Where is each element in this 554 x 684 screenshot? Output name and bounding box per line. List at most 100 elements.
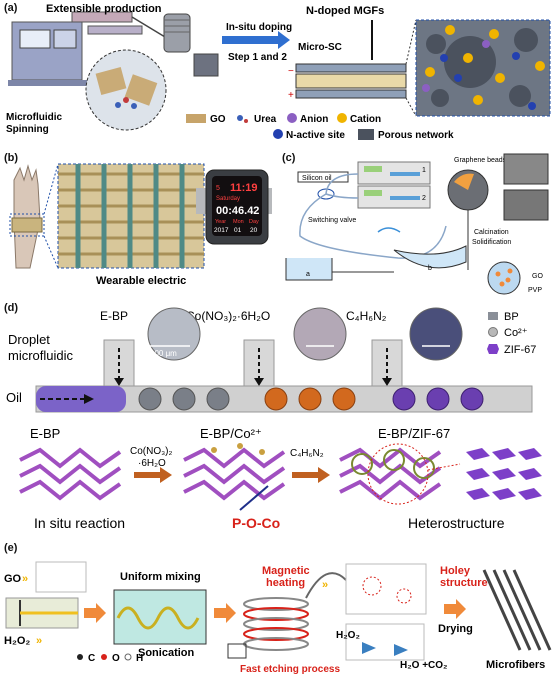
syringe-c-2 <box>390 196 420 200</box>
legend-o: O <box>112 653 120 664</box>
panel-e-figure: GO » H₂O₂ » C O H Uniform mixing Sonicat… <box>4 561 552 675</box>
uniform-mixing-label: Uniform mixing <box>120 571 201 583</box>
panel-c-figure: 1 2 Silicon oil Switching valve a b Grap… <box>285 153 549 295</box>
serpentine-channel <box>116 606 200 630</box>
n-site-2 <box>512 52 520 60</box>
zif-crystal-5 <box>492 468 516 480</box>
arrow-top-label: In-situ doping <box>226 22 292 33</box>
legend-bp: BP <box>504 311 519 323</box>
cobalt-salt-label: Co(NO₃)₂·6H₂O <box>186 309 270 323</box>
microfibers-label: Microfibers <box>486 659 545 671</box>
n-site-4 <box>528 102 536 110</box>
legend-co: Co²⁺ <box>504 327 528 339</box>
fast-etch-label: Fast etching process <box>240 664 340 675</box>
hole-2 <box>396 588 412 604</box>
process-label-line2: Spinning <box>6 124 49 135</box>
holey-label-1: Holey <box>440 565 471 577</box>
legend-zif: ZIF-67 <box>504 344 536 356</box>
anion-1 <box>482 40 490 48</box>
go-chevron: » <box>22 573 28 585</box>
go-sheet-2 <box>124 74 158 106</box>
co-ion-3 <box>259 449 265 455</box>
legend-urea-icon-2 <box>244 119 248 123</box>
panel-a-figure: Extensible production Microfluidic Spinn… <box>6 3 551 141</box>
zoom-line-2 <box>405 97 417 117</box>
inlet-ebp-head <box>114 378 124 386</box>
syringe-c-1 <box>390 172 420 176</box>
zif-cluster-1 <box>351 453 373 475</box>
watch-day-label: Day <box>249 219 259 225</box>
coil-1 <box>243 597 309 611</box>
micro-image-2 <box>293 307 347 361</box>
zoom-line-1 <box>405 19 417 65</box>
bead-cut <box>454 173 474 190</box>
zif-crystal-2 <box>492 448 516 460</box>
legend-co-icon <box>488 327 498 337</box>
legend-cation: Cation <box>350 114 381 125</box>
coil-4 <box>243 627 309 641</box>
legend-zif-icon <box>487 344 499 354</box>
in-situ-label: In situ reaction <box>34 515 125 531</box>
device-electrolyte <box>295 73 407 89</box>
h2o2-input-label: H₂O₂ <box>4 635 30 647</box>
bp3-row3 <box>339 479 442 501</box>
tube-2 <box>325 193 359 199</box>
products-label: H₂O +CO₂ <box>400 660 448 671</box>
urea-atom-1 <box>115 102 121 108</box>
coil-3 <box>243 617 309 631</box>
holey-label-2: structure <box>440 577 488 589</box>
oil-label: Oil <box>6 390 22 405</box>
droplet-label-2: microfluidic <box>8 348 74 363</box>
arrow-e2 <box>214 603 236 623</box>
n-site-1 <box>454 74 462 82</box>
panel-a-tag: (a) <box>4 2 18 14</box>
switching-valve-label: Switching valve <box>308 217 356 224</box>
silicon-oil-label: Silicon oil <box>302 175 332 182</box>
legend-urea: Urea <box>254 114 277 125</box>
panel-c-tag: (c) <box>282 152 296 164</box>
watch-mon: 01 <box>234 227 242 234</box>
graphene-beads-label: Graphene beads <box>454 157 507 164</box>
heterostructure <box>339 447 442 501</box>
legend-porous: Porous network <box>378 130 454 141</box>
device-label: Micro-SC <box>298 42 342 53</box>
pump-display <box>19 29 51 49</box>
sem-image-1 <box>503 153 549 185</box>
process-label: Microfluidic Spinning <box>6 112 65 135</box>
pvp-label: PVP <box>528 287 542 294</box>
bp1-row2 <box>19 463 122 485</box>
tube-main <box>299 193 447 259</box>
panel-c: (c) 1 2 Silicon oil Switching valve a b … <box>278 150 554 300</box>
droplet-label-1: Droplet <box>8 332 50 347</box>
micro-image-3 <box>409 307 463 361</box>
droplets <box>138 387 484 411</box>
h2o2-mid-label: H₂O₂ <box>336 630 360 641</box>
device-top-layer <box>295 63 407 73</box>
bp3-row2 <box>339 463 442 485</box>
zif-crystal-7 <box>466 488 490 500</box>
hetero-zoom-line <box>427 463 461 471</box>
pump-panel <box>53 29 77 49</box>
magnified-circle <box>85 49 167 131</box>
panel-a-title: Extensible production <box>46 3 162 15</box>
zif-crystal-4 <box>466 468 490 480</box>
legend-h-icon <box>124 653 132 661</box>
panel-d: (d) Droplet microfluidic E-BP Co(NO₃)₂·6… <box>0 300 554 540</box>
urea-atom-3 <box>131 103 137 109</box>
droplet-purple-3 <box>460 387 484 411</box>
etched-sheet <box>345 623 425 661</box>
panel-d-tag: (d) <box>4 302 19 314</box>
panel-d-figure: Droplet microfluidic E-BP Co(NO₃)₂·6H₂O … <box>6 307 542 531</box>
holey-graphene-sheet <box>345 563 427 615</box>
scale-label: 100 μm <box>150 349 177 358</box>
power-supply <box>227 643 247 659</box>
reagent1a-label: Co(NO₃)₂ <box>130 446 173 457</box>
sonication-label: Sonication <box>138 647 195 659</box>
bp1-row1 <box>19 447 122 469</box>
flow-arrow <box>377 227 401 233</box>
droplet-orange-3 <box>332 387 356 411</box>
cation-7 <box>473 95 483 105</box>
zif-crystal-1 <box>466 448 490 460</box>
droplet-purple-2 <box>426 387 450 411</box>
legend-anion: Anion <box>300 114 328 125</box>
